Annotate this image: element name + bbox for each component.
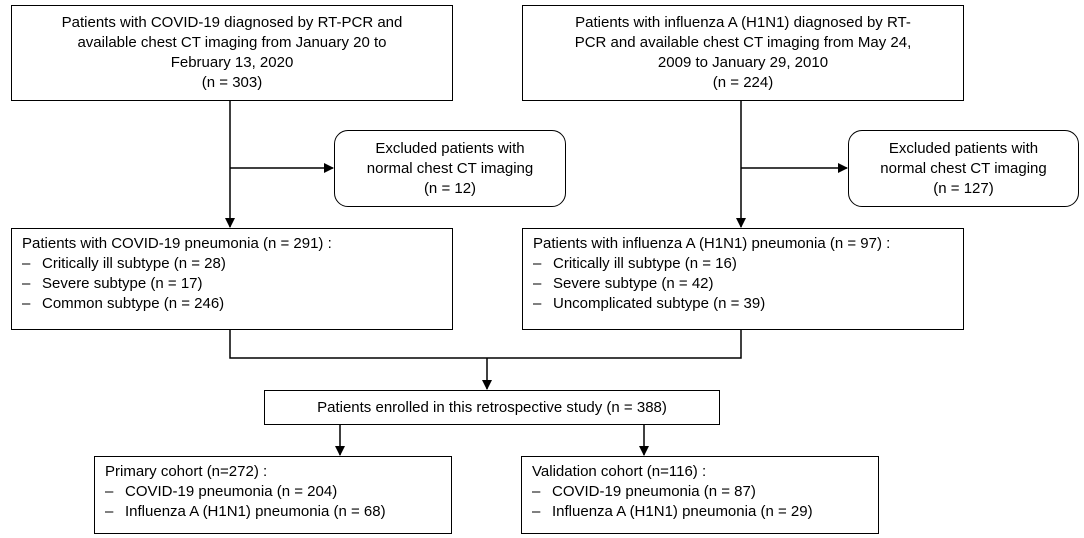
covid-source-box: Patients with COVID-19 diagnosed by RT-P… [11, 5, 453, 101]
flu-source-line-2: PCR and available chest CT imaging from … [574, 34, 912, 51]
covid-pneumonia-header: Patients with COVID-19 pneumonia (n = 29… [22, 235, 332, 252]
covid-source-count: (n = 303) [201, 74, 263, 91]
validation-cohort-header: Validation cohort (n=116) : [532, 463, 707, 480]
covid-source-line-2: available chest CT imaging from January … [77, 34, 387, 51]
flu-excluded-line-1: Excluded patients with [888, 139, 1039, 157]
covid-excluded-box: Excluded patients with normal chest CT i… [334, 130, 566, 207]
flu-source-box: Patients with influenza A (H1N1) diagnos… [522, 5, 964, 101]
covid-source-line-1: Patients with COVID-19 diagnosed by RT-P… [61, 14, 403, 31]
validation-cohort-covid: COVID-19 pneumonia (n = 87) [532, 482, 868, 502]
enrolled-text: Patients enrolled in this retrospective … [317, 398, 667, 416]
flu-excluded-count: (n = 127) [933, 179, 994, 197]
flu-subtype-severe: Severe subtype (n = 42) [533, 274, 953, 294]
primary-cohort-flu: Influenza A (H1N1) pneumonia (n = 68) [105, 502, 441, 522]
covid-subtype-common: Common subtype (n = 246) [22, 294, 442, 314]
covid-source-line-3: February 13, 2020 [170, 54, 294, 71]
covid-excluded-count: (n = 12) [423, 179, 477, 197]
flu-source-line-1: Patients with influenza A (H1N1) diagnos… [575, 14, 911, 31]
covid-pneumonia-box: Patients with COVID-19 pneumonia (n = 29… [11, 228, 453, 330]
flu-excluded-box: Excluded patients with normal chest CT i… [848, 130, 1079, 207]
primary-cohort-box: Primary cohort (n=272) : COVID-19 pneumo… [94, 456, 452, 534]
primary-cohort-covid: COVID-19 pneumonia (n = 204) [105, 482, 441, 502]
flu-subtype-uncomplicated: Uncomplicated subtype (n = 39) [533, 294, 953, 314]
covid-excluded-line-1: Excluded patients with [375, 139, 525, 157]
flu-source-line-3: 2009 to January 29, 2010 [657, 54, 829, 71]
validation-cohort-flu: Influenza A (H1N1) pneumonia (n = 29) [532, 502, 868, 522]
primary-cohort-header: Primary cohort (n=272) : [105, 463, 268, 480]
covid-subtype-severe: Severe subtype (n = 17) [22, 274, 442, 294]
flu-source-count: (n = 224) [712, 74, 774, 91]
covid-excluded-line-2: normal chest CT imaging [366, 159, 534, 177]
covid-subtype-critical: Critically ill subtype (n = 28) [22, 254, 442, 274]
flu-excluded-line-2: normal chest CT imaging [880, 159, 1047, 177]
flu-pneumonia-header: Patients with influenza A (H1N1) pneumon… [533, 235, 891, 252]
merge-line [229, 330, 742, 359]
enrolled-box: Patients enrolled in this retrospective … [264, 390, 720, 425]
flu-pneumonia-box: Patients with influenza A (H1N1) pneumon… [522, 228, 964, 330]
validation-cohort-box: Validation cohort (n=116) : COVID-19 pne… [521, 456, 879, 534]
flu-subtype-critical: Critically ill subtype (n = 16) [533, 254, 953, 274]
